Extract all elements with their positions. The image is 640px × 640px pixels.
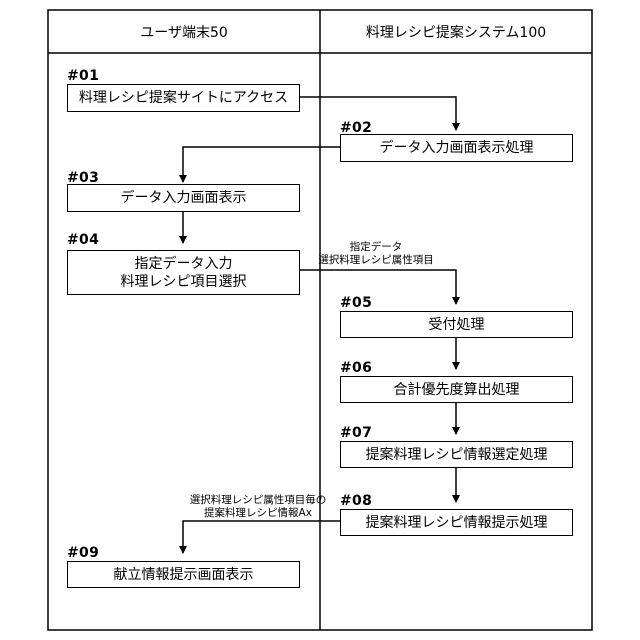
- step-07-label: 提案料理レシピ情報選定処理: [366, 446, 548, 464]
- lane-header-user-terminal: ユーザ端末50: [48, 22, 320, 42]
- step-09-box: 献立情報提示画面表示: [67, 561, 300, 588]
- step-08-box: 提案料理レシピ情報提示処理: [340, 509, 573, 536]
- step-03-box: データ入力画面表示: [67, 184, 300, 212]
- step-number-09: #09: [67, 545, 99, 561]
- step-01-label: 料理レシピ提案サイトにアクセス: [79, 89, 288, 107]
- step-02-label: データ入力画面表示処理: [380, 139, 534, 157]
- step-07-box: 提案料理レシピ情報選定処理: [340, 441, 573, 468]
- step-03-label: データ入力画面表示: [121, 189, 247, 207]
- step-06-label: 合計優先度算出処理: [394, 381, 520, 399]
- step-04-box: 指定データ入力 料理レシピ項目選択: [67, 250, 300, 295]
- step-01-box: 料理レシピ提案サイトにアクセス: [67, 84, 300, 112]
- note-proposed-recipe-info: 選択料理レシピ属性項目毎の 提案料理レシピ情報Ax: [188, 494, 328, 520]
- step-number-06: #06: [340, 360, 372, 376]
- arrow-08-to-09: [183, 521, 340, 553]
- note-08-line1: 選択料理レシピ属性項目毎の: [188, 494, 328, 507]
- arrow-01-to-02: [300, 97, 456, 130]
- step-05-label: 受付処理: [429, 316, 485, 334]
- step-number-05: #05: [340, 295, 372, 311]
- step-08-label: 提案料理レシピ情報提示処理: [366, 514, 548, 532]
- arrow-04-to-05: [300, 270, 456, 304]
- step-05-box: 受付処理: [340, 311, 573, 338]
- note-08-line2: 提案料理レシピ情報Ax: [188, 507, 328, 520]
- step-number-01: #01: [67, 68, 99, 84]
- step-06-box: 合計優先度算出処理: [340, 376, 573, 403]
- step-number-08: #08: [340, 493, 372, 509]
- note-04-line1: 指定データ: [312, 241, 440, 254]
- lane-header-recipe-system: 料理レシピ提案システム100: [320, 22, 592, 42]
- step-02-box: データ入力画面表示処理: [340, 134, 573, 162]
- arrow-02-to-03: [183, 147, 340, 182]
- step-04-label-line2: 料理レシピ項目選択: [121, 273, 247, 291]
- step-number-04: #04: [67, 232, 99, 248]
- step-09-label: 献立情報提示画面表示: [114, 566, 254, 584]
- step-number-07: #07: [340, 425, 372, 441]
- step-04-label-line1: 指定データ入力: [135, 255, 233, 273]
- note-specified-data: 指定データ 選択料理レシピ属性項目: [312, 241, 440, 267]
- note-04-line2: 選択料理レシピ属性項目: [312, 254, 440, 267]
